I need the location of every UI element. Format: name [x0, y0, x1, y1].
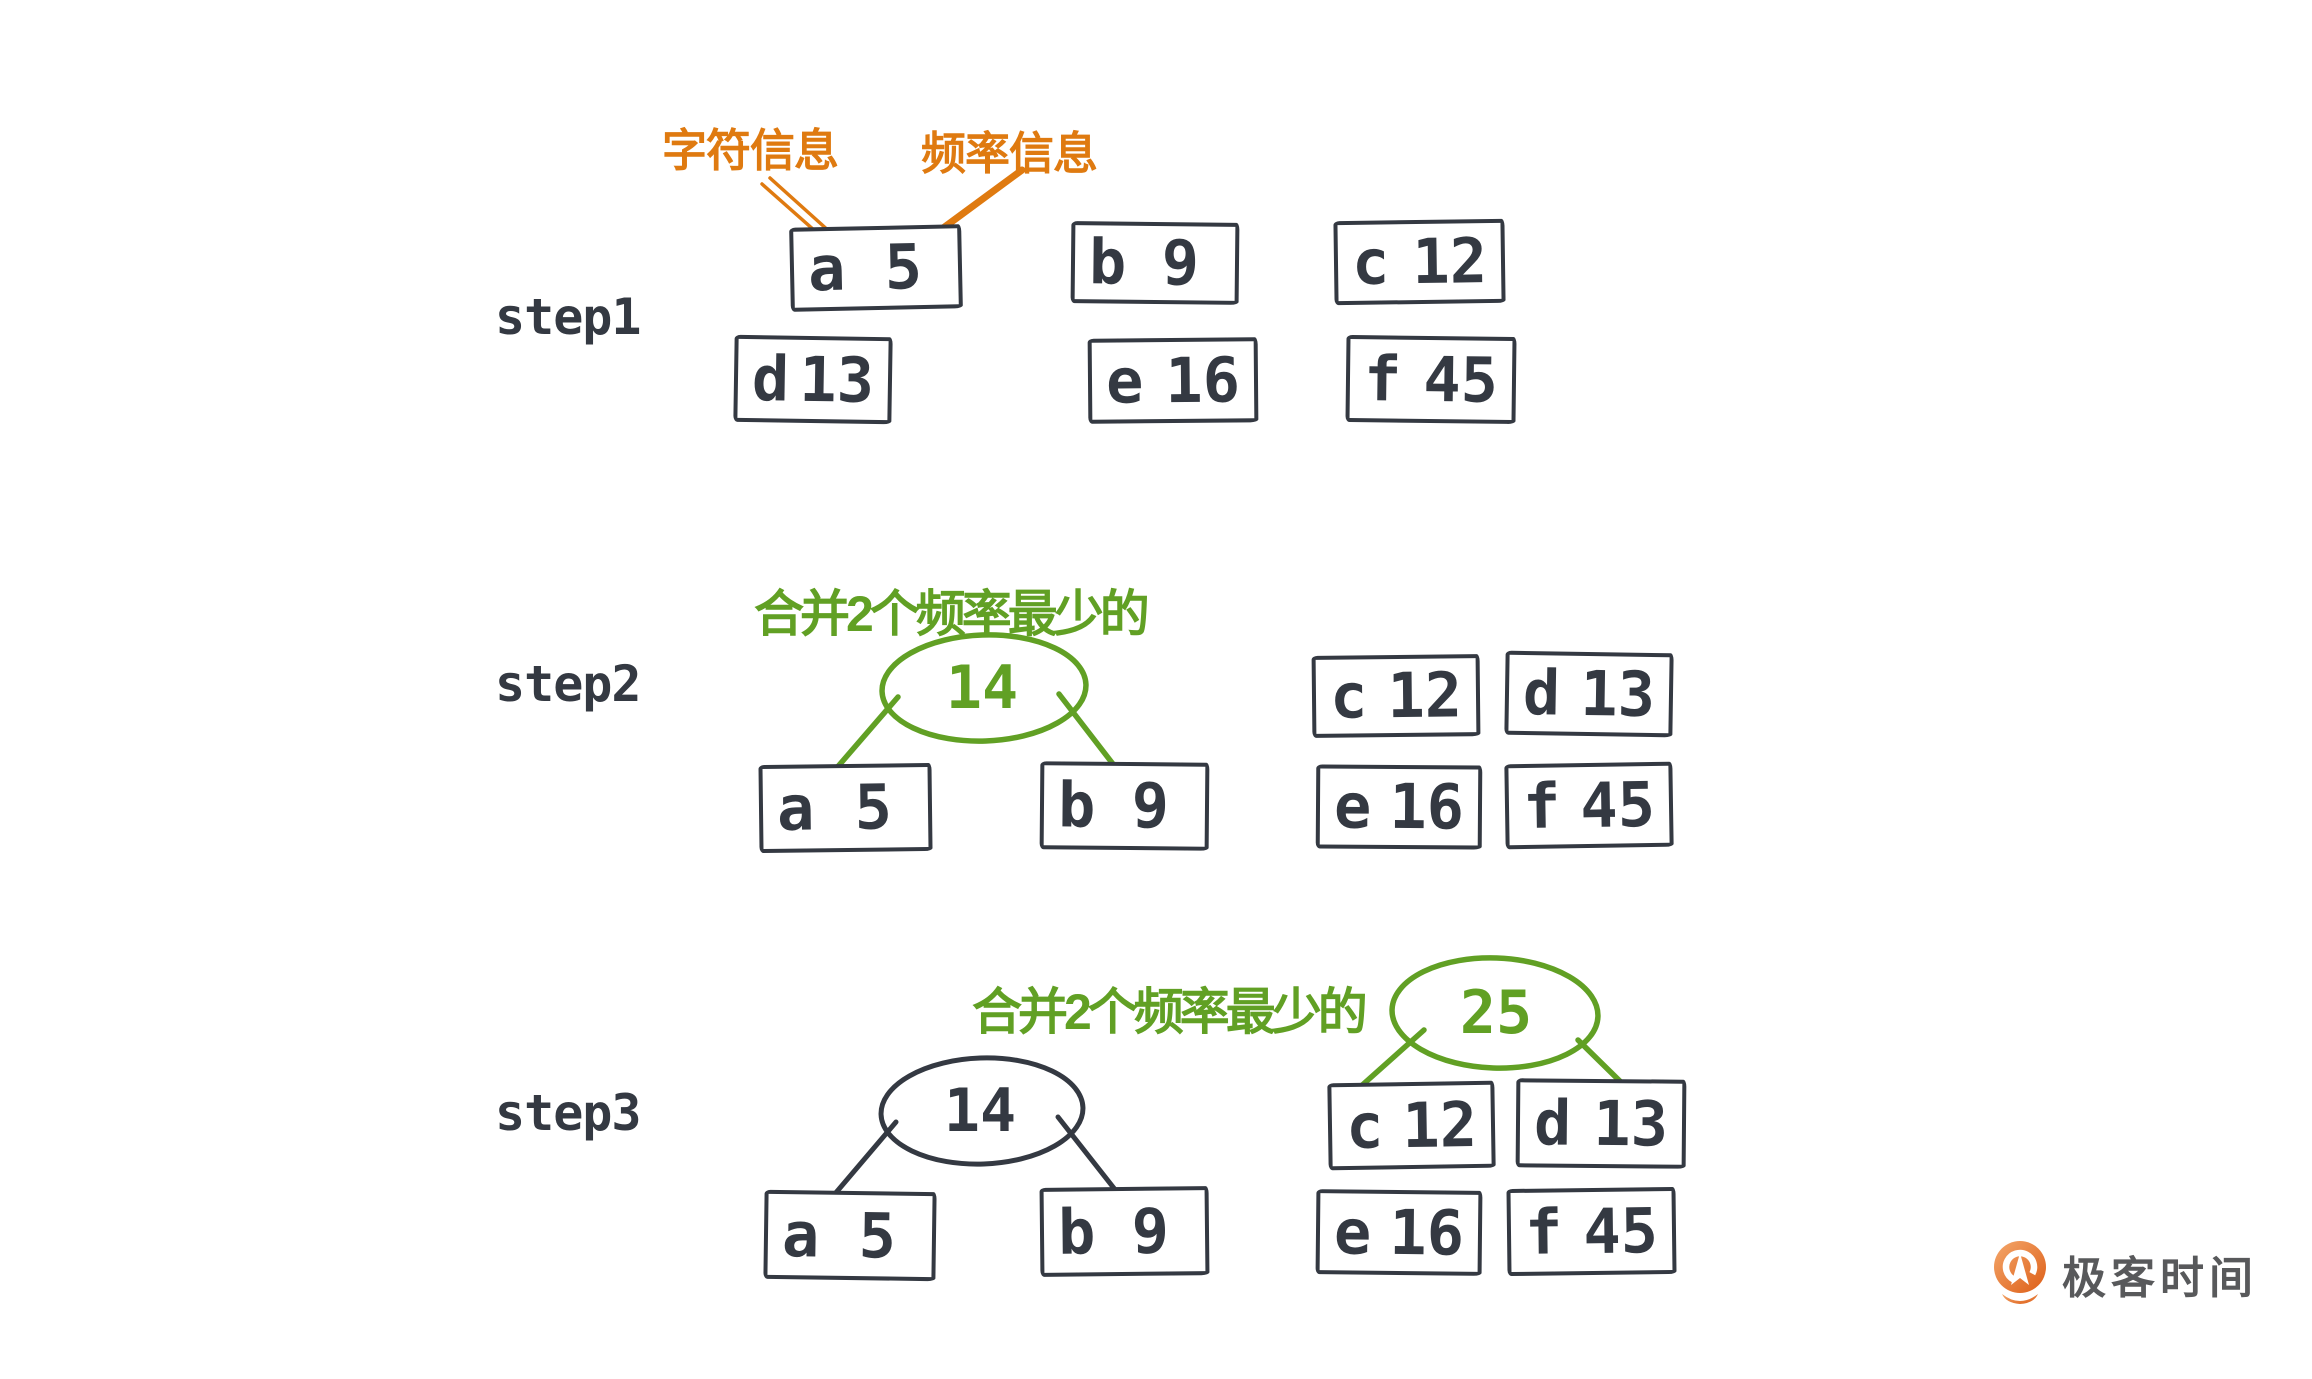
box-char: a	[781, 1197, 820, 1272]
box-char: f	[1363, 341, 1402, 416]
geektime-logo: 极客时间	[1992, 1240, 2258, 1308]
box-freq: 12	[1411, 224, 1488, 299]
box-freq: 12	[1386, 658, 1463, 733]
box-freq: 45	[1582, 1193, 1659, 1268]
box-freq: 9	[1161, 226, 1200, 300]
node-box-s3-f: f 45	[1506, 1186, 1677, 1277]
box-char: b	[1057, 1194, 1096, 1269]
box-char: f	[1522, 768, 1561, 843]
box-char: a	[807, 231, 847, 306]
box-freq: 5	[883, 230, 923, 304]
step2-label: step2	[495, 655, 642, 713]
step1-label: step1	[495, 288, 642, 346]
box-freq: 9	[1131, 769, 1170, 843]
box-freq: 45	[1579, 767, 1656, 842]
box-freq: 16	[1388, 1195, 1465, 1270]
box-char: f	[1524, 1194, 1563, 1269]
node-box-s3-d: d 13	[1515, 1078, 1687, 1169]
box-freq: 16	[1165, 342, 1241, 417]
node-box-s1-e: e 16	[1087, 337, 1259, 424]
box-char: e	[1333, 769, 1372, 843]
node-box-s1-f: f 45	[1345, 334, 1517, 425]
box-char: c	[1329, 659, 1368, 733]
geektime-logo-text: 极客时间	[2062, 1254, 2258, 1303]
merged-node-14-value: 14	[945, 653, 1019, 723]
box-freq: 9	[1131, 1194, 1170, 1268]
step2-merge-note: 合并2个频率最少的	[754, 586, 1150, 642]
step3-label: step3	[495, 1084, 642, 1142]
box-freq: 13	[798, 342, 875, 417]
box-freq: 45	[1422, 342, 1499, 417]
box-freq: 5	[854, 770, 893, 844]
box-char: d	[1522, 655, 1561, 730]
geektime-logo-icon	[1994, 1241, 2046, 1304]
box-freq: 12	[1401, 1087, 1478, 1162]
box-freq: 16	[1389, 769, 1465, 844]
box-char: c	[1345, 1088, 1384, 1163]
merged-node-25-value: 25	[1459, 978, 1533, 1048]
box-freq: 5	[858, 1198, 897, 1273]
box-char: e	[1333, 1194, 1372, 1269]
step3-merge-note: 合并2个频率最少的	[972, 984, 1368, 1040]
box-char: a	[776, 771, 815, 845]
box-freq: 13	[1579, 656, 1656, 732]
box-char: d	[751, 341, 790, 416]
box-char: d	[1533, 1085, 1572, 1160]
annotation-char-info: 字符信息	[662, 125, 839, 176]
box-char: b	[1057, 768, 1096, 842]
annotation-freq-info: 频率信息	[921, 128, 1098, 179]
box-freq: 13	[1593, 1086, 1669, 1161]
box-char: b	[1088, 225, 1127, 299]
node-box-s1-c: c 12	[1333, 218, 1506, 306]
box-char: e	[1105, 343, 1144, 418]
node-14-value-step3: 14	[943, 1076, 1017, 1146]
box-char: c	[1351, 225, 1390, 299]
